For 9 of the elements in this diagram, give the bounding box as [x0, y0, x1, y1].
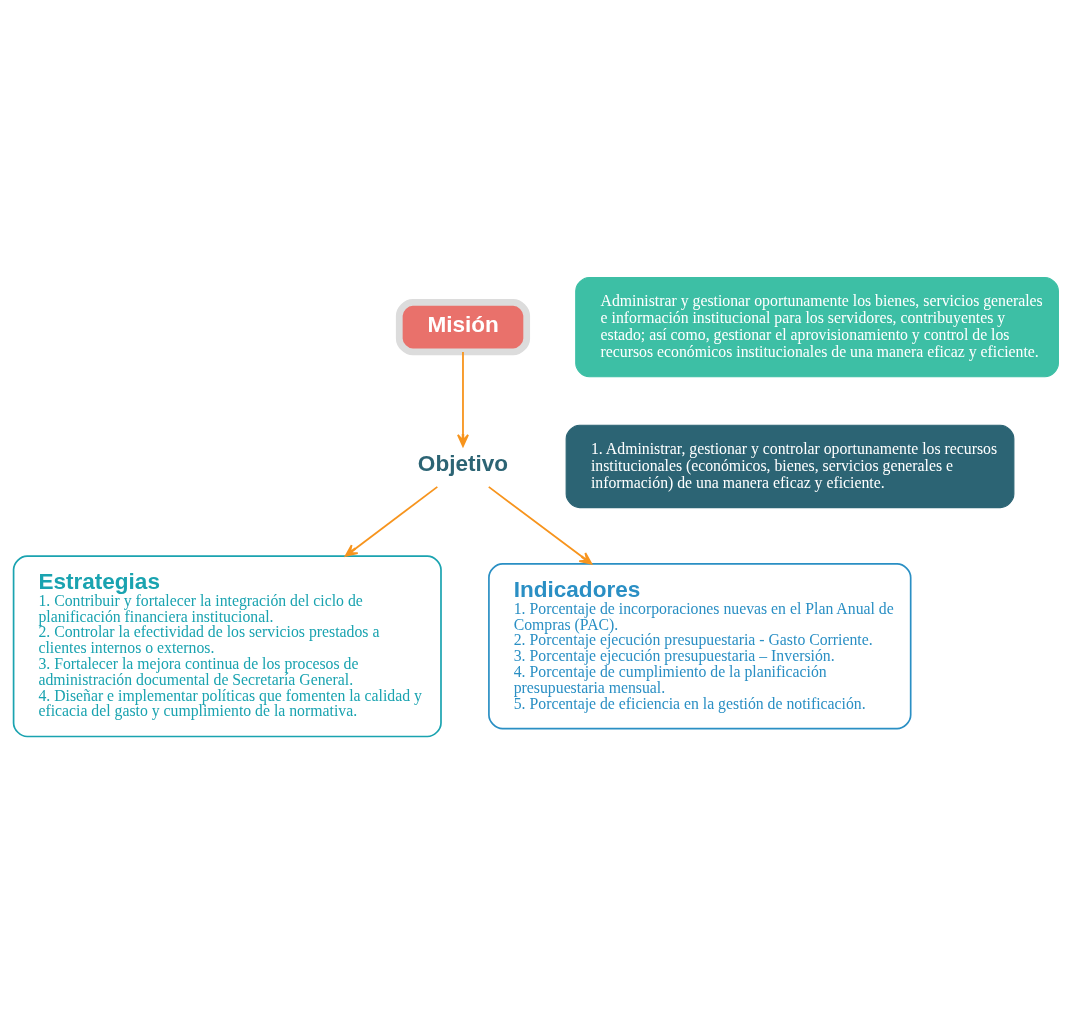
arrow	[487, 486, 593, 565]
node-box: Estrategias 1. Contribuir y fortalecer la integración del ciclo de planificación financiera institucional. 2. Controlar la efectividad de los servicios prestados a clientes internos o externos. 3. Fortalecer la mejora continua de los procesos de administración documental de Secretaría General. 4. Diseñar e implementar políticas que fomenten la calidad y eficacia del gasto y cumplimiento de la normativa.	[12, 555, 442, 738]
node-text: Objetivo	[417, 450, 509, 476]
arrow	[457, 351, 469, 447]
node-box: 1. Administrar, gestionar y controlar oportunamente los recursos institucionales (económicos, bienes, servicios generales e información) de una manera eficaz y eficiente.	[565, 424, 1015, 509]
arrow	[344, 486, 439, 557]
node-box: Indicadores 1. Porcentaje de incorporaciones nuevas en el Plan Anual de Compras (PAC). 2. Porcentaje ejecución presupuestaria - Gasto Corriente. 3. Porcentaje ejecución presupuestaria – Inversión. 4. Porcentaje de cumplimiento de la planificación presupuestaria mensual. 5. Porcentaje de eficiencia en la gestión de notificación.	[488, 563, 912, 730]
node-box: Misión	[395, 298, 531, 356]
node-box: Administrar y gestionar oportunamente los bienes, servicios generales e información institucional para los servidores, contribuyentes y estado; así como, gestionar el aprovisionamiento y control de los recursos económicos institucionales de una manera eficaz y eficiente.	[575, 276, 1059, 378]
